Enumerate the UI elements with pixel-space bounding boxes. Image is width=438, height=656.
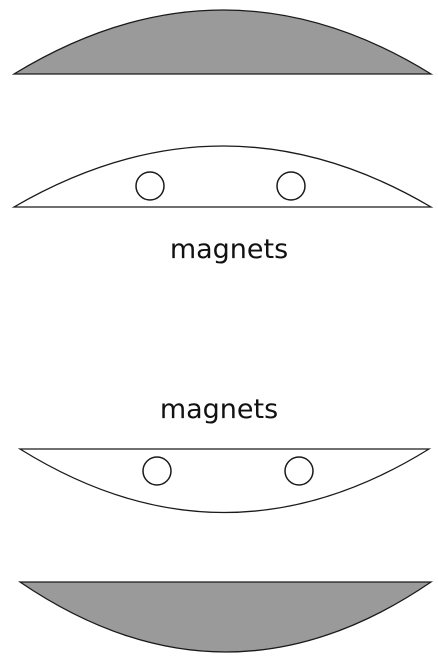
upper-magnet-dome [11,145,434,208]
top-shaded-dome [11,9,434,75]
upper-magnets-label: magnets [170,234,288,265]
lower-magnets-label: magnets [160,394,278,425]
upper-dome-outline [11,145,434,208]
lower-magnet-hole-right [284,456,314,486]
lower-magnet-hole-left [142,456,172,486]
upper-magnet-hole-left [135,171,165,201]
lower-magnet-bowl [17,448,432,514]
upper-magnet-hole-right [276,171,306,201]
lower-bowl-outline [17,448,432,514]
bottom-shaded-bowl [17,581,434,653]
